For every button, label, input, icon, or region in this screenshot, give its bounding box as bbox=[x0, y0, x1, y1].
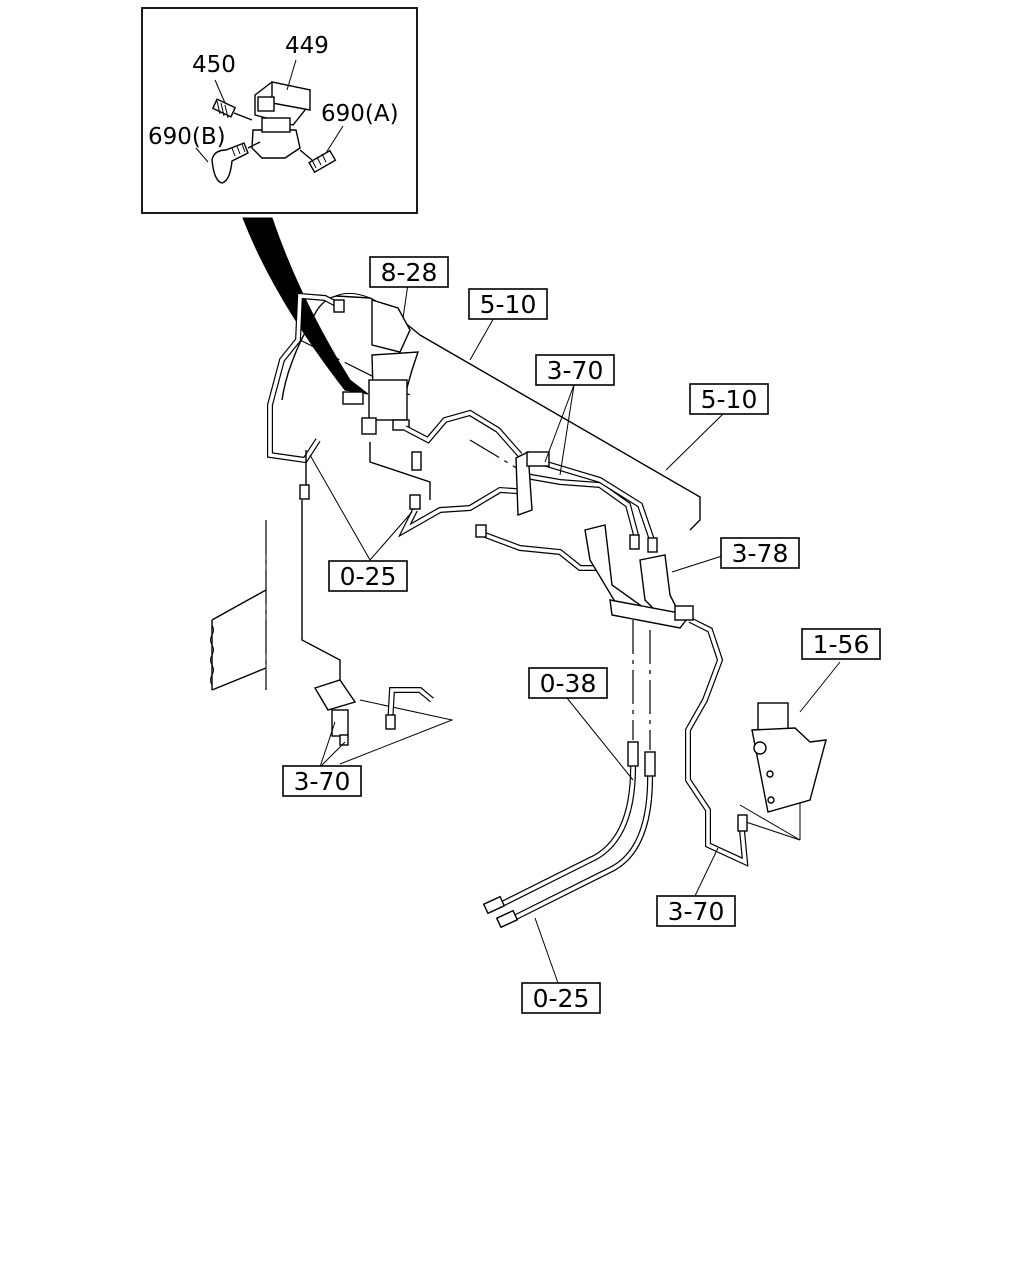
svg-text:5-10: 5-10 bbox=[701, 385, 758, 414]
ref-3-70-left[interactable]: 3-70 bbox=[282, 765, 362, 797]
fitting-icon bbox=[299, 149, 337, 174]
solenoid-valve-icon bbox=[751, 702, 827, 813]
ref-5-10-right[interactable]: 5-10 bbox=[689, 383, 769, 415]
svg-text:3-70: 3-70 bbox=[547, 356, 604, 385]
svg-text:0-38: 0-38 bbox=[540, 669, 597, 698]
svg-text:3-70: 3-70 bbox=[668, 897, 725, 926]
callout-450: 450 bbox=[192, 52, 236, 78]
ref-8-28[interactable]: 8-28 bbox=[369, 256, 449, 288]
fitting-icon bbox=[299, 299, 748, 832]
svg-text:3-70: 3-70 bbox=[294, 767, 351, 796]
ref-0-38[interactable]: 0-38 bbox=[528, 667, 608, 699]
leader-lines bbox=[309, 384, 841, 984]
callout-690a: 690(A) bbox=[321, 101, 399, 127]
ref-3-70-right[interactable]: 3-70 bbox=[656, 895, 736, 927]
svg-text:3-78: 3-78 bbox=[732, 539, 789, 568]
ref-1-56[interactable]: 1-56 bbox=[801, 628, 881, 660]
ref-0-25-left[interactable]: 0-25 bbox=[328, 560, 408, 592]
hose-icon bbox=[482, 741, 656, 929]
bracket-icon bbox=[313, 450, 694, 746]
frame-outline bbox=[210, 292, 801, 841]
svg-text:5-10: 5-10 bbox=[480, 290, 537, 319]
inset-detail: 449 450 690(A) 690(B) bbox=[141, 7, 418, 214]
ref-3-70-top[interactable]: 3-70 bbox=[535, 354, 615, 386]
ref-0-25-bottom[interactable]: 0-25 bbox=[521, 982, 601, 1014]
solenoid-valve-icon bbox=[342, 299, 419, 435]
svg-text:0-25: 0-25 bbox=[340, 562, 397, 591]
solenoid-valve-icon bbox=[251, 81, 311, 159]
svg-text:0-25: 0-25 bbox=[533, 984, 590, 1013]
callout-690b: 690(B) bbox=[148, 124, 226, 150]
detail-arrow bbox=[242, 217, 369, 395]
svg-text:1-56: 1-56 bbox=[813, 630, 870, 659]
elbow-fitting-icon bbox=[211, 141, 261, 184]
brake-pipes bbox=[267, 292, 749, 867]
svg-text:8-28: 8-28 bbox=[381, 258, 438, 287]
ref-5-10-top[interactable]: 5-10 bbox=[468, 288, 548, 320]
callout-449: 449 bbox=[285, 33, 329, 59]
fitting-icon bbox=[211, 98, 253, 121]
ref-3-78[interactable]: 3-78 bbox=[720, 537, 800, 569]
